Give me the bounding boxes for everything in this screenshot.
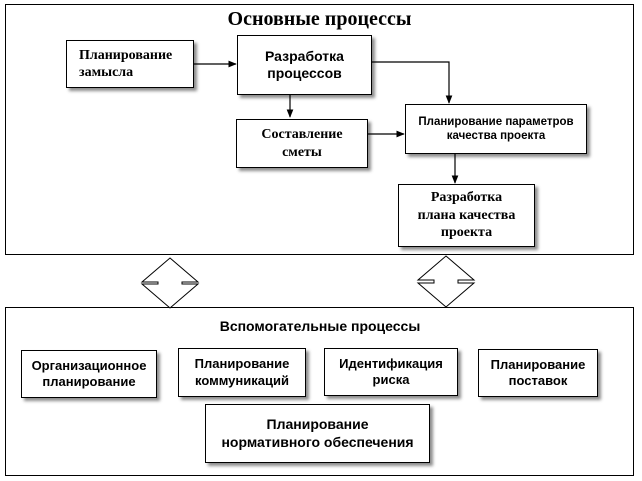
communications-planning-box: Планирование коммуникаций <box>178 348 306 397</box>
quality-plan-development-box: Разработка плана качества проекта <box>398 184 535 247</box>
supply-planning-box: Планирование поставок <box>478 349 598 397</box>
concept-planning-box: Планирование замысла <box>66 40 194 88</box>
right-double-arrow-icon <box>416 255 476 308</box>
risk-identification-box: Идентификация риска <box>324 348 458 396</box>
process-development-box: Разработка процессов <box>237 35 372 95</box>
support-processes-title: Вспомогательные процессы <box>219 318 421 334</box>
left-double-arrow-icon <box>140 257 200 309</box>
estimate-preparation-box: Составление сметы <box>236 119 368 168</box>
arrow-development-to-quality-parameters <box>372 61 453 104</box>
main-processes-title: Основные процессы <box>227 8 412 30</box>
quality-parameters-planning-box: Планирование параметров качества проекта <box>405 104 587 154</box>
organizational-planning-box: Организационное планирование <box>21 350 157 398</box>
regulatory-support-planning-box: Планирование нормативного обеспечения <box>205 404 430 463</box>
